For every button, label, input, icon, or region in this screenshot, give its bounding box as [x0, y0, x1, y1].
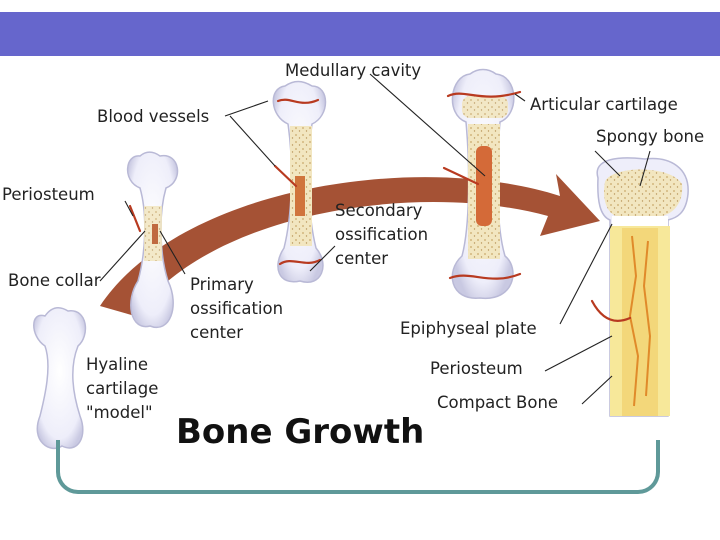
bone-growth-diagram: Medullary cavity Blood vessels Articular… — [0, 56, 720, 466]
label-hyaline-line2: cartilage — [86, 379, 158, 398]
label-bone-collar: Bone collar — [8, 271, 101, 290]
label-secondary-line3: center — [335, 249, 388, 268]
label-compact-bone: Compact Bone — [437, 393, 558, 412]
label-primary-line2: ossification — [190, 299, 283, 318]
label-medullary-cavity: Medullary cavity — [285, 61, 421, 80]
label-spongy-bone: Spongy bone — [596, 127, 704, 146]
hyaline-cartilage-model — [34, 308, 86, 449]
label-epiphyseal-plate: Epiphyseal plate — [400, 319, 537, 338]
bone-collar-stage — [128, 152, 178, 327]
title-bar — [0, 12, 720, 56]
label-secondary-line2: ossification — [335, 225, 428, 244]
secondary-ossification-stage — [273, 82, 325, 283]
label-hyaline-line3: "model" — [86, 403, 153, 422]
growth-arrow — [100, 174, 600, 316]
label-periosteum-left: Periosteum — [2, 185, 95, 204]
label-primary-line3: center — [190, 323, 243, 342]
label-periosteum-right: Periosteum — [430, 359, 523, 378]
label-hyaline-line1: Hyaline — [86, 355, 148, 374]
label-articular-cartilage: Articular cartilage — [530, 95, 678, 114]
mature-bone-stage — [592, 158, 688, 416]
label-secondary-line1: Secondary — [335, 201, 423, 220]
slide-content-frame — [56, 440, 660, 494]
label-primary-line1: Primary — [190, 275, 254, 294]
label-blood-vessels: Blood vessels — [97, 107, 209, 126]
